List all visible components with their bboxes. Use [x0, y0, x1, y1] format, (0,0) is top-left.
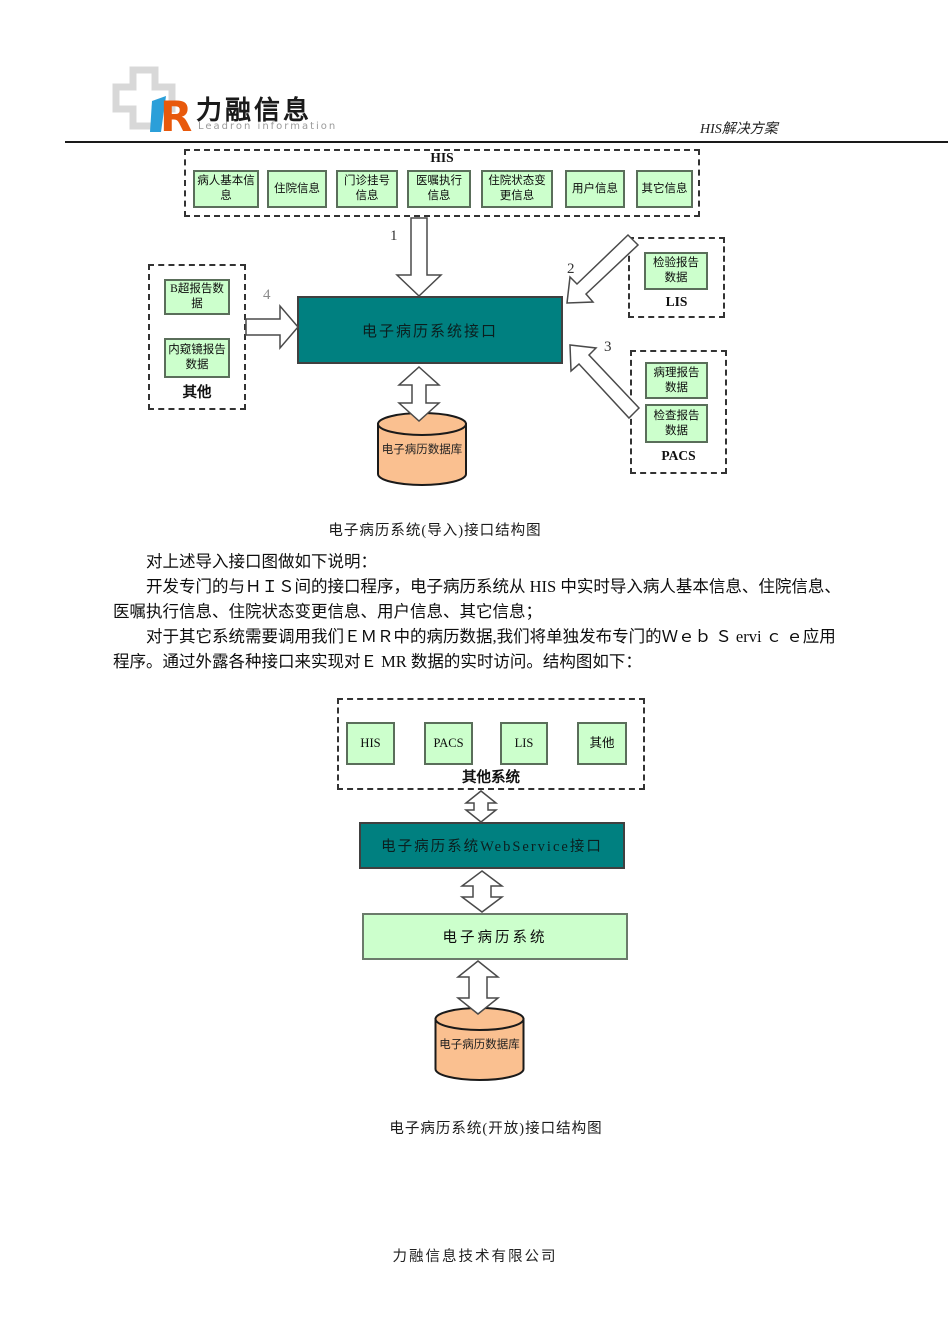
his-item-user-info: 用户信息 — [565, 170, 625, 208]
database-label-2: 电子病历数据库 — [439, 1039, 520, 1051]
his-item-order-exec-info: 医嘱执行信息 — [407, 170, 471, 208]
paragraph-import-desc: 开发专门的与ＨＩＳ间的接口程序，电子病历系统从 HIS 中实时导入病人基本信息、… — [113, 577, 841, 621]
his-item-inpatient-info: 住院信息 — [267, 170, 327, 208]
logo-mark-icon: R — [112, 66, 192, 141]
other-group-label: 其他 — [182, 385, 212, 401]
his-item-patient-info: 病人基本信息 — [193, 170, 259, 208]
body-text: 对上述导入接口图做如下说明： 开发专门的与ＨＩＳ间的接口程序，电子病历系统从 H… — [113, 549, 847, 674]
his-item-status-change-info: 住院状态变更信息 — [481, 170, 553, 208]
arrow-other-to-interface — [245, 303, 299, 351]
footer-company: 力融信息技术有限公司 — [392, 1249, 558, 1265]
arrow-label-2: 2 — [567, 261, 575, 277]
his-item-other-info: 其它信息 — [636, 170, 693, 208]
arrow-label-1: 1 — [390, 228, 398, 244]
arrow-label-4: 4 — [263, 287, 271, 303]
header-rule — [65, 141, 948, 143]
emr-system-box: 电子病历系统 — [362, 913, 628, 960]
company-logo: R — [112, 66, 292, 142]
database-label-1: 电子病历数据库 — [381, 444, 463, 456]
his-item-outpatient-reg-info: 门诊挂号信息 — [336, 170, 398, 208]
pacs-item-exam-report: 检查报告数据 — [645, 404, 708, 443]
pacs-item-pathology-report: 病理报告数据 — [645, 362, 708, 399]
webservice-interface-box: 电子病历系统WebService接口 — [359, 822, 625, 869]
other-group-container — [148, 264, 246, 410]
other-systems-container — [337, 698, 645, 790]
doc-type-label: HIS解决方案 — [700, 122, 778, 137]
diagram1-caption: 电子病历系统(导入)接口结构图 — [328, 523, 542, 539]
other-systems-pacs: PACS — [424, 722, 473, 765]
emr-interface-box: 电子病历系统接口 — [297, 296, 563, 364]
diagram2-caption: 电子病历系统(开放)接口结构图 — [389, 1121, 603, 1137]
other-systems-lis: LIS — [500, 722, 548, 765]
his-group-label: HIS — [430, 150, 454, 165]
other-systems-his: HIS — [346, 722, 395, 765]
svg-text:R: R — [160, 92, 192, 141]
logo-subtitle: Leadron information — [198, 121, 338, 132]
other-systems-other: 其他 — [577, 722, 627, 765]
arrow-his-to-interface — [395, 217, 443, 298]
arrow-others-webservice — [463, 790, 499, 823]
logo-title: 力融信息 — [196, 96, 313, 126]
lis-group-label: LIS — [665, 294, 688, 309]
other-item-bsuper-report: B超报告数据 — [164, 279, 230, 315]
arrow-webservice-emr — [459, 870, 505, 913]
paragraph-intro: 对上述导入接口图做如下说明： — [146, 552, 377, 571]
his-group-container — [184, 149, 700, 217]
lis-item-lab-report: 检验报告数据 — [644, 252, 708, 290]
other-systems-label: 其他系统 — [462, 770, 520, 786]
paragraph-webservice-desc: 对于其它系统需要调用我们ＥＭＲ中的病历数据,我们将单独发布专门的Ｗｅｂ Ｓ er… — [113, 627, 836, 671]
other-item-endoscope-report: 内窥镜报告数据 — [164, 338, 230, 378]
pacs-group-label: PACS — [661, 448, 696, 463]
arrow-label-3: 3 — [604, 339, 612, 355]
